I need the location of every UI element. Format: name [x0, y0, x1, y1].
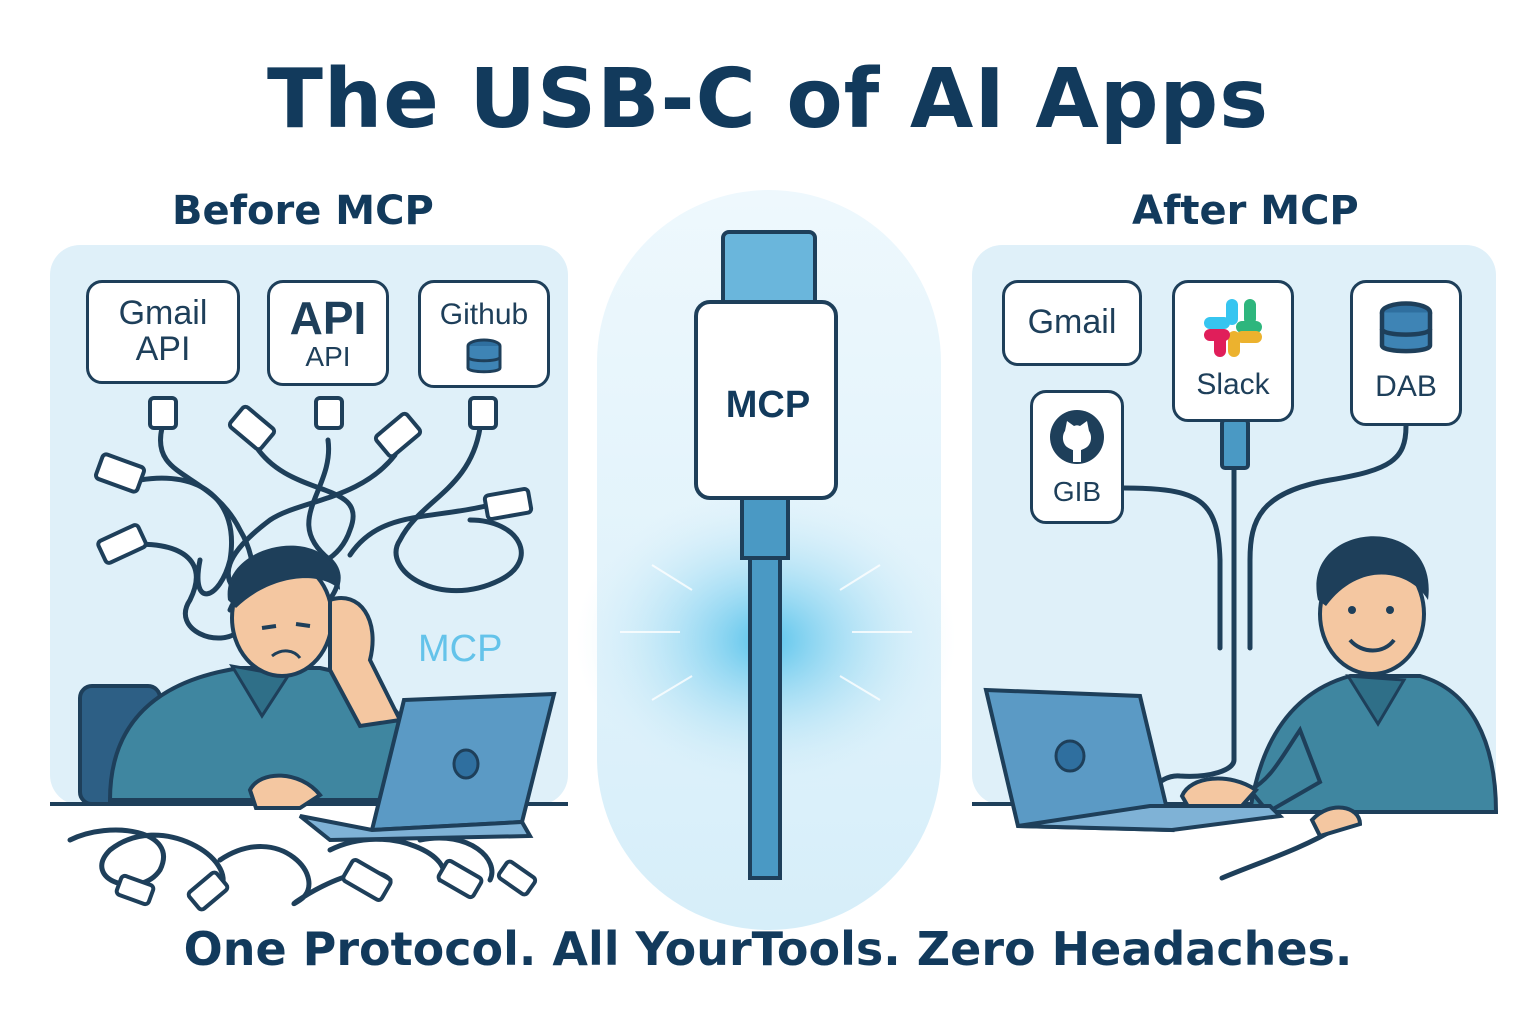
before-tool-api: API API	[267, 280, 389, 386]
before-tool-gmail-api: Gmail API	[86, 280, 240, 384]
before-tool-github: Github	[418, 280, 550, 388]
after-tool-dab: DAB	[1350, 280, 1462, 426]
slack-icon	[1204, 299, 1262, 357]
after-heading: After MCP	[1132, 188, 1359, 234]
floating-mcp-label: MCP	[418, 628, 503, 670]
github-icon	[1050, 410, 1104, 464]
database-icon	[1379, 301, 1433, 354]
connector-label: MCP	[725, 384, 811, 426]
database-icon	[466, 338, 502, 373]
after-tool-gib: GIB	[1030, 390, 1124, 524]
after-tool-slack: Slack	[1172, 280, 1294, 422]
page-title: The USB-C of AI Apps	[266, 52, 1270, 147]
after-tool-gmail: Gmail	[1002, 280, 1142, 366]
before-heading: Before MCP	[172, 188, 434, 234]
tagline: One Protocol. All YourTools. Zero Headac…	[183, 922, 1353, 976]
